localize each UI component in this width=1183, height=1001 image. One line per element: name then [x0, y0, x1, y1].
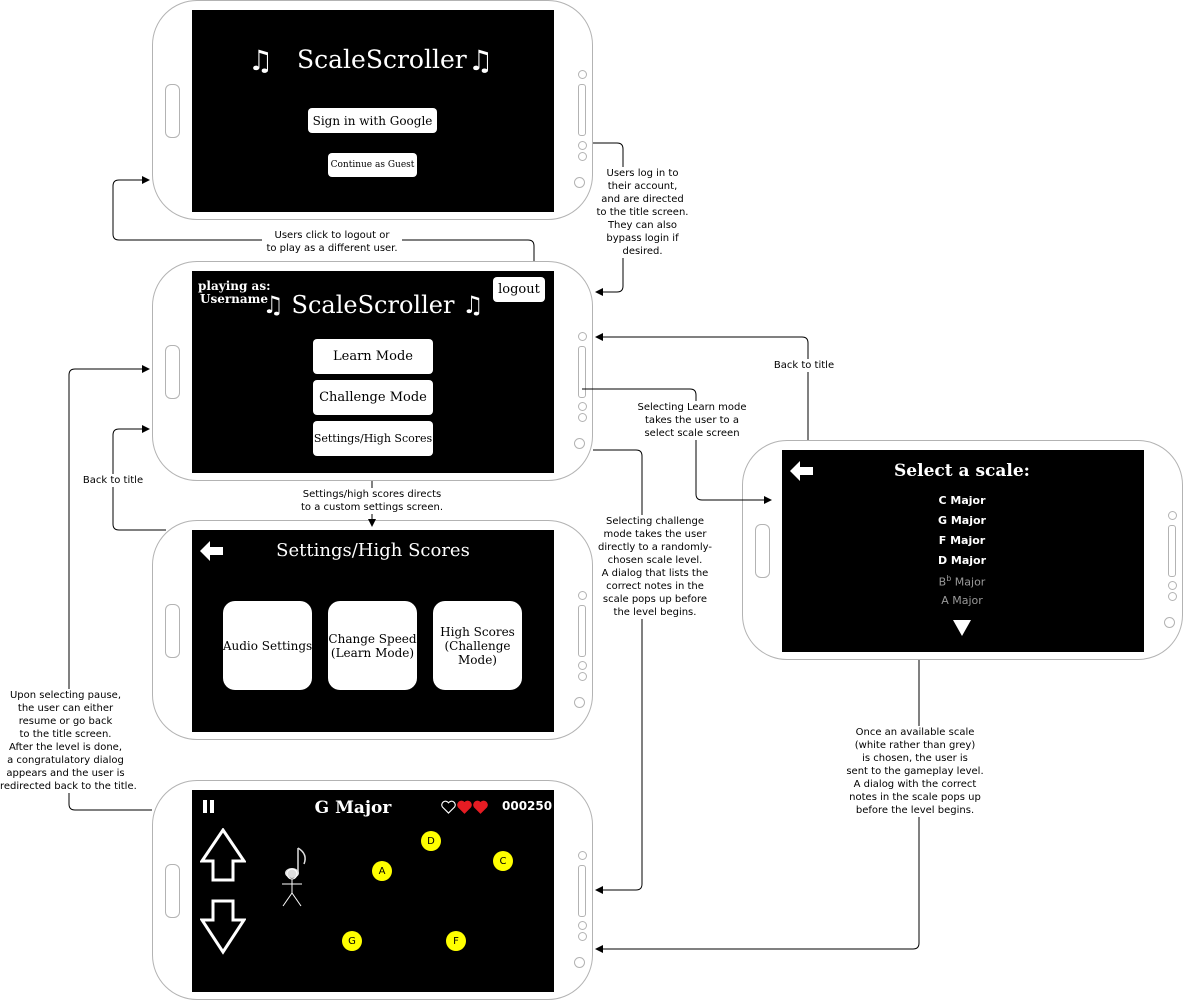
heart-full-icon: [473, 800, 488, 814]
annotation-logout: Users click to logout or to play as a di…: [262, 229, 402, 255]
phone-dot: [1168, 511, 1177, 520]
pause-icon[interactable]: [202, 800, 215, 813]
app-title: ScaleScroller: [297, 45, 467, 74]
level-title: G Major: [314, 798, 392, 818]
annotation-login: Users log in to their account, and are d…: [595, 167, 690, 258]
phone-main-menu: playing as: Username logout ♫ ScaleScrol…: [152, 261, 593, 481]
scale-item-d-major[interactable]: D Major: [937, 554, 987, 567]
annotation-pause: Upon selecting pause, the user can eithe…: [0, 689, 137, 793]
phone-dot: [578, 921, 587, 930]
phone-gameplay: G Major 000250 D C A G F: [152, 780, 593, 1000]
phone-dot: [574, 438, 585, 449]
annotation-scale-chosen: Once an available scale (white rather th…: [846, 726, 984, 817]
phone-settings: Settings/High Scores Audio Settings Chan…: [152, 520, 593, 740]
phone-login: ♫ ScaleScroller ♫ Sign in with Google Co…: [152, 0, 593, 220]
down-triangle-icon[interactable]: [953, 620, 971, 637]
scale-item-g-major[interactable]: G Major: [938, 514, 986, 527]
high-scores-card[interactable]: High Scores (Challenge Mode): [433, 601, 522, 690]
note-ball: D: [421, 831, 441, 851]
scale-item-bflat-major: Bb Major: [938, 574, 986, 589]
music-note-icon: ♫: [468, 44, 494, 77]
select-scale-title: Select a scale:: [894, 461, 1030, 481]
google-signin-button[interactable]: Sign in with Google: [308, 108, 437, 133]
settings-title: Settings/High Scores: [276, 540, 470, 561]
phone-dot: [578, 141, 587, 150]
phone-dot: [578, 851, 587, 860]
scale-item-f-major[interactable]: F Major: [938, 534, 986, 547]
up-arrow-icon[interactable]: [200, 828, 246, 882]
phone-side-button: [165, 84, 180, 138]
phone-select-scale: Select a scale: C Major G Major F Major …: [742, 440, 1183, 660]
phone-dot: [574, 697, 585, 708]
phone-side-button: [165, 345, 180, 399]
phone-dot: [578, 70, 587, 79]
guest-button[interactable]: Continue as Guest: [328, 153, 417, 177]
phone-side-button: [578, 605, 586, 657]
audio-settings-card[interactable]: Audio Settings: [223, 601, 312, 690]
learn-mode-button[interactable]: Learn Mode: [313, 339, 433, 374]
note-ball: C: [493, 851, 513, 871]
main-title: ♫ ScaleScroller ♫: [262, 291, 484, 319]
music-note-icon: ♫: [248, 44, 274, 77]
select-scale-screen: Select a scale: C Major G Major F Major …: [782, 450, 1144, 652]
phone-dot: [574, 957, 585, 968]
settings-highscores-button[interactable]: Settings/High Scores: [313, 421, 433, 456]
phone-side-button: [578, 84, 586, 136]
back-arrow-icon[interactable]: [790, 460, 814, 482]
phone-side-button: [578, 346, 586, 398]
phone-dot: [578, 932, 587, 941]
username-label: Username: [200, 292, 269, 306]
back-arrow-icon[interactable]: [200, 540, 224, 562]
phone-dot: [574, 177, 585, 188]
lives-display: [441, 800, 488, 814]
phone-dot: [578, 591, 587, 600]
phone-side-button: [1168, 525, 1176, 577]
down-arrow-icon[interactable]: [200, 899, 246, 955]
phone-dot: [1168, 592, 1177, 601]
phone-dot: [1168, 581, 1177, 590]
login-screen: ♫ ScaleScroller ♫ Sign in with Google Co…: [192, 10, 554, 212]
change-speed-card[interactable]: Change Speed (Learn Mode): [328, 601, 417, 690]
phone-side-button: [755, 524, 770, 578]
phone-dot: [578, 661, 587, 670]
player-figure-icon: [282, 847, 306, 907]
gameplay-screen: G Major 000250 D C A G F: [192, 790, 554, 992]
main-menu-screen: playing as: Username logout ♫ ScaleScrol…: [192, 271, 554, 473]
playing-as-label: playing as:: [198, 279, 271, 293]
phone-dot: [578, 152, 587, 161]
phone-side-button: [578, 865, 586, 917]
phone-side-button: [165, 864, 180, 918]
annotation-back-to-title-right: Back to title: [771, 359, 837, 372]
scale-item-c-major[interactable]: C Major: [938, 494, 986, 507]
challenge-mode-button[interactable]: Challenge Mode: [313, 380, 433, 415]
phone-dot: [1164, 617, 1175, 628]
note-ball: A: [372, 861, 392, 881]
settings-screen: Settings/High Scores Audio Settings Chan…: [192, 530, 554, 732]
scale-item-a-major: A Major: [941, 594, 983, 607]
phone-dot: [578, 402, 587, 411]
annotation-settings: Settings/high scores directs to a custom…: [292, 488, 452, 514]
score-display: 000250: [502, 799, 553, 813]
note-ball: G: [342, 931, 362, 951]
phone-side-button: [165, 604, 180, 658]
annotation-back-to-title-left: Back to title: [80, 474, 146, 487]
note-ball: F: [446, 931, 466, 951]
annotation-learn-mode: Selecting Learn mode takes the user to a…: [636, 401, 748, 440]
heart-full-icon: [457, 800, 472, 814]
heart-empty-icon: [441, 800, 456, 814]
phone-dot: [578, 413, 587, 422]
annotation-challenge-mode: Selecting challenge mode takes the user …: [596, 515, 714, 619]
logout-button[interactable]: logout: [493, 277, 545, 302]
phone-dot: [578, 672, 587, 681]
phone-dot: [578, 332, 587, 341]
